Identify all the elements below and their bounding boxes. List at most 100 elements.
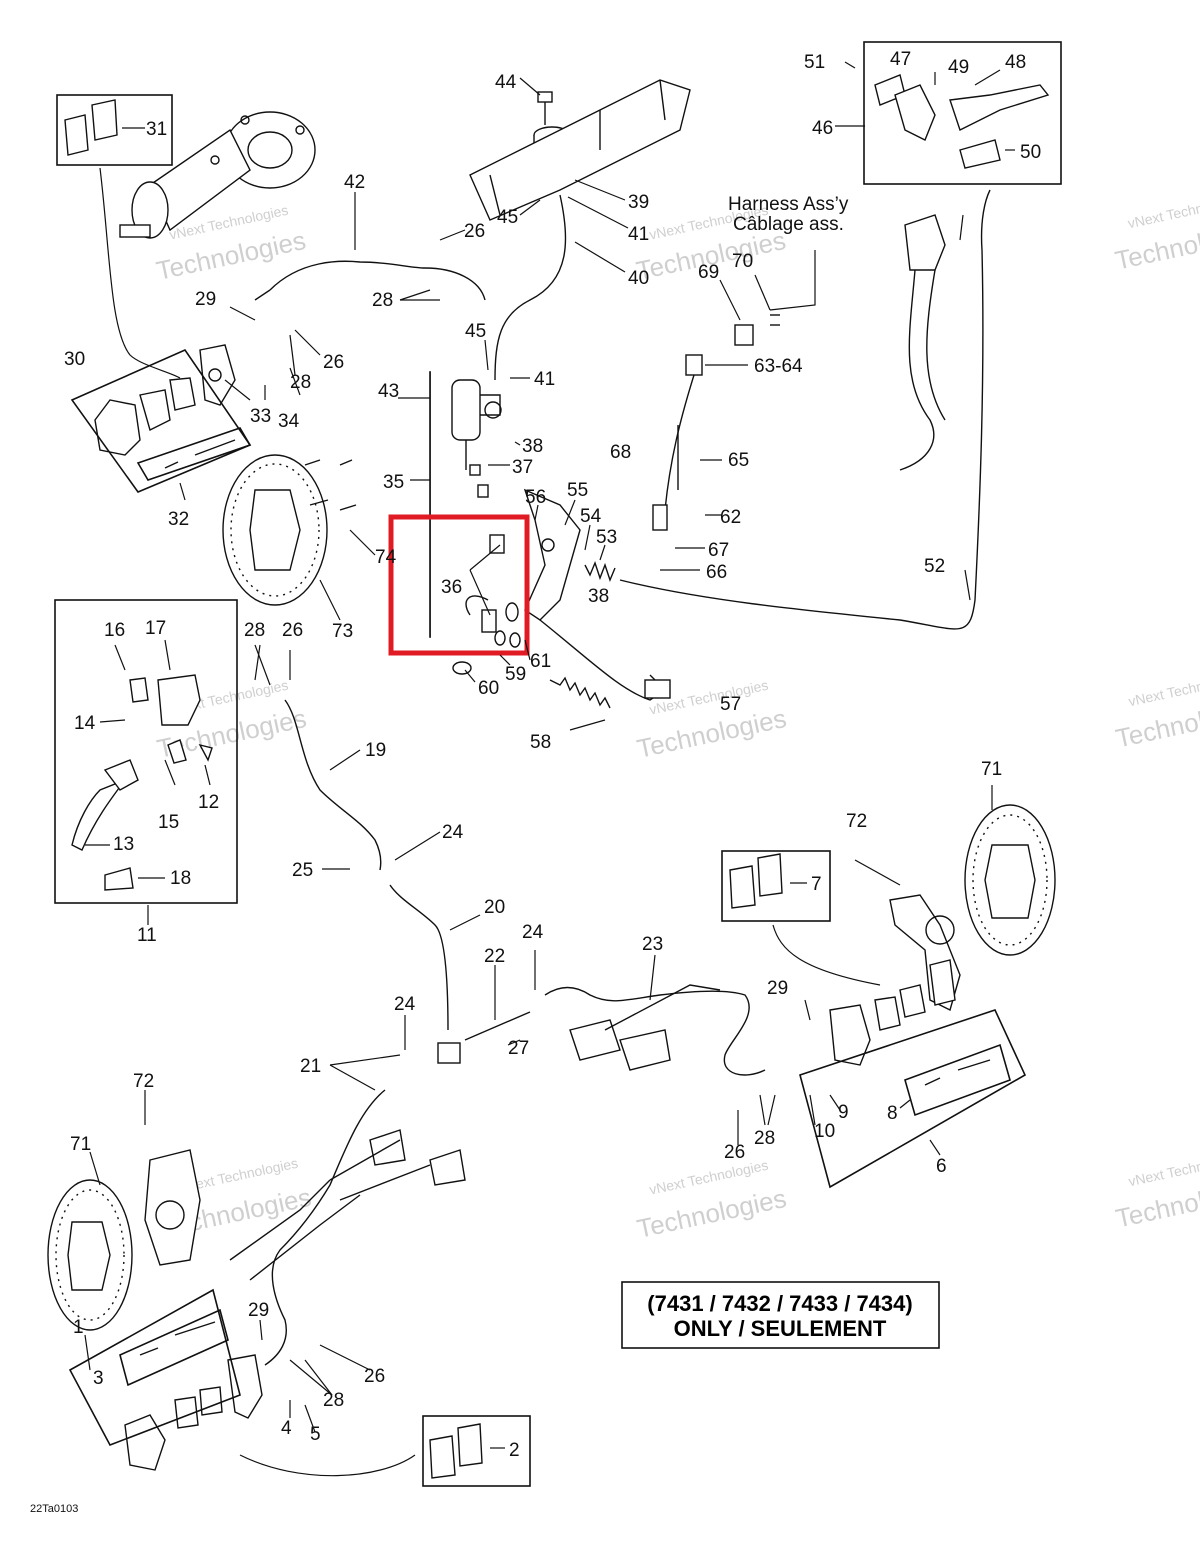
callout-43: 43 bbox=[378, 381, 399, 402]
callout-49: 49 bbox=[948, 57, 969, 78]
callout-25: 25 bbox=[292, 860, 313, 881]
callout-34: 34 bbox=[278, 411, 300, 432]
callout-45: 45 bbox=[497, 207, 518, 228]
callout-16: 16 bbox=[104, 620, 125, 641]
callout-15: 15 bbox=[158, 812, 179, 833]
harness-connector bbox=[734, 314, 780, 346]
part-drawings bbox=[47, 74, 1056, 1479]
callout-74: 74 bbox=[375, 547, 397, 568]
parking-brake-lever-parts bbox=[874, 74, 1050, 169]
callout-33: 33 bbox=[250, 406, 271, 427]
callout-28: 28 bbox=[244, 620, 265, 641]
disc-bolts bbox=[304, 459, 357, 511]
callout-55: 55 bbox=[567, 480, 588, 501]
callout-26: 26 bbox=[464, 221, 485, 242]
callout-4: 4 bbox=[281, 1418, 292, 1439]
callout-42: 42 bbox=[344, 172, 365, 193]
left-brake-disc bbox=[47, 1179, 133, 1331]
callout-57: 57 bbox=[720, 694, 741, 715]
brake-pad-set-7 bbox=[729, 853, 783, 909]
front-brake-line-20 bbox=[389, 884, 449, 1031]
harness-label-line2: Câblage ass. bbox=[733, 214, 844, 235]
front-a-arm-left bbox=[229, 1129, 466, 1281]
rear-brake-caliper bbox=[94, 344, 236, 456]
callout-72: 72 bbox=[133, 1071, 154, 1092]
callout-19: 19 bbox=[365, 740, 386, 761]
callout-13: 13 bbox=[113, 834, 134, 855]
callout-26: 26 bbox=[364, 1366, 385, 1387]
callout-14: 14 bbox=[74, 713, 96, 734]
callout-59: 59 bbox=[505, 664, 526, 685]
callout-9: 9 bbox=[838, 1102, 849, 1123]
left-brake-caliper bbox=[124, 1354, 263, 1471]
return-spring bbox=[549, 676, 611, 709]
callout-box-6 bbox=[799, 1009, 1027, 1189]
junction-block bbox=[437, 1042, 461, 1064]
highlight-rectangle bbox=[388, 514, 530, 656]
callout-26: 26 bbox=[282, 620, 303, 641]
callout-box-7 bbox=[721, 850, 831, 922]
callout-71: 71 bbox=[981, 759, 1002, 780]
callout-51: 51 bbox=[804, 52, 825, 73]
callout-71: 71 bbox=[70, 1134, 91, 1155]
brake-pad-set-2 bbox=[429, 1423, 483, 1479]
callout-47: 47 bbox=[890, 49, 911, 70]
callout-35: 35 bbox=[383, 472, 404, 493]
callout-29: 29 bbox=[195, 289, 216, 310]
callout-26: 26 bbox=[724, 1142, 745, 1163]
callout-28: 28 bbox=[372, 290, 393, 311]
front-a-arm-center bbox=[569, 984, 721, 1071]
models-note-line2: ONLY / SEULEMENT bbox=[674, 1316, 887, 1341]
callout-12: 12 bbox=[198, 792, 219, 813]
brake-switch-spring bbox=[584, 561, 616, 582]
callout-60: 60 bbox=[478, 678, 499, 699]
callout-58: 58 bbox=[530, 732, 551, 753]
callout-67: 67 bbox=[708, 540, 729, 561]
parking-brake-cable bbox=[619, 189, 991, 630]
callout-62: 62 bbox=[720, 507, 741, 528]
callout-box-1 bbox=[68, 1288, 241, 1447]
reservoir-hose bbox=[494, 194, 567, 381]
front-master-cylinder bbox=[71, 674, 213, 891]
brake-light-switch bbox=[652, 354, 703, 531]
callout-24: 24 bbox=[522, 922, 544, 943]
callout-29: 29 bbox=[767, 978, 788, 999]
callout-10: 10 bbox=[814, 1121, 835, 1142]
callout-31: 31 bbox=[146, 119, 167, 140]
pin-kit-32 bbox=[164, 439, 236, 469]
callout-17: 17 bbox=[145, 618, 166, 639]
brake-pad-set-31 bbox=[64, 99, 118, 156]
callout-boxes bbox=[54, 41, 1062, 1487]
front-brake-line-23 bbox=[544, 986, 766, 1076]
callout-box-31 bbox=[56, 94, 173, 166]
callout-70: 70 bbox=[732, 251, 753, 272]
callout-41: 41 bbox=[628, 224, 649, 245]
rear-brake-disc bbox=[222, 454, 328, 606]
models-note-box bbox=[621, 1281, 940, 1349]
callout-6: 6 bbox=[936, 1156, 947, 1177]
callout-48: 48 bbox=[1005, 52, 1026, 73]
callout-box-8 bbox=[904, 1043, 1011, 1117]
callout-28: 28 bbox=[754, 1128, 775, 1149]
callout-61: 61 bbox=[530, 651, 551, 672]
pin-kit-1 bbox=[139, 1321, 216, 1356]
callout-52: 52 bbox=[924, 556, 945, 577]
watermark: vNext Technologies bbox=[1127, 668, 1200, 709]
callout-24: 24 bbox=[442, 822, 464, 843]
clevis-pin-parts bbox=[452, 534, 521, 675]
callout-45: 45 bbox=[465, 321, 486, 342]
callout-box-3 bbox=[119, 1308, 229, 1387]
left-steering-knuckle bbox=[144, 1149, 201, 1266]
callout-56: 56 bbox=[525, 487, 546, 508]
callout-46: 46 bbox=[812, 118, 833, 139]
callout-28: 28 bbox=[323, 1390, 344, 1411]
callout-72: 72 bbox=[846, 811, 867, 832]
models-note-line1: (7431 / 7432 / 7433 / 7434) bbox=[647, 1291, 912, 1316]
watermark: vNext Technologies bbox=[1127, 1148, 1200, 1189]
leader-lines bbox=[84, 61, 1015, 1477]
callout-30: 30 bbox=[64, 349, 85, 370]
callout-32: 32 bbox=[168, 509, 189, 530]
callout-box-46 bbox=[863, 41, 1062, 185]
callout-68: 68 bbox=[610, 442, 631, 463]
